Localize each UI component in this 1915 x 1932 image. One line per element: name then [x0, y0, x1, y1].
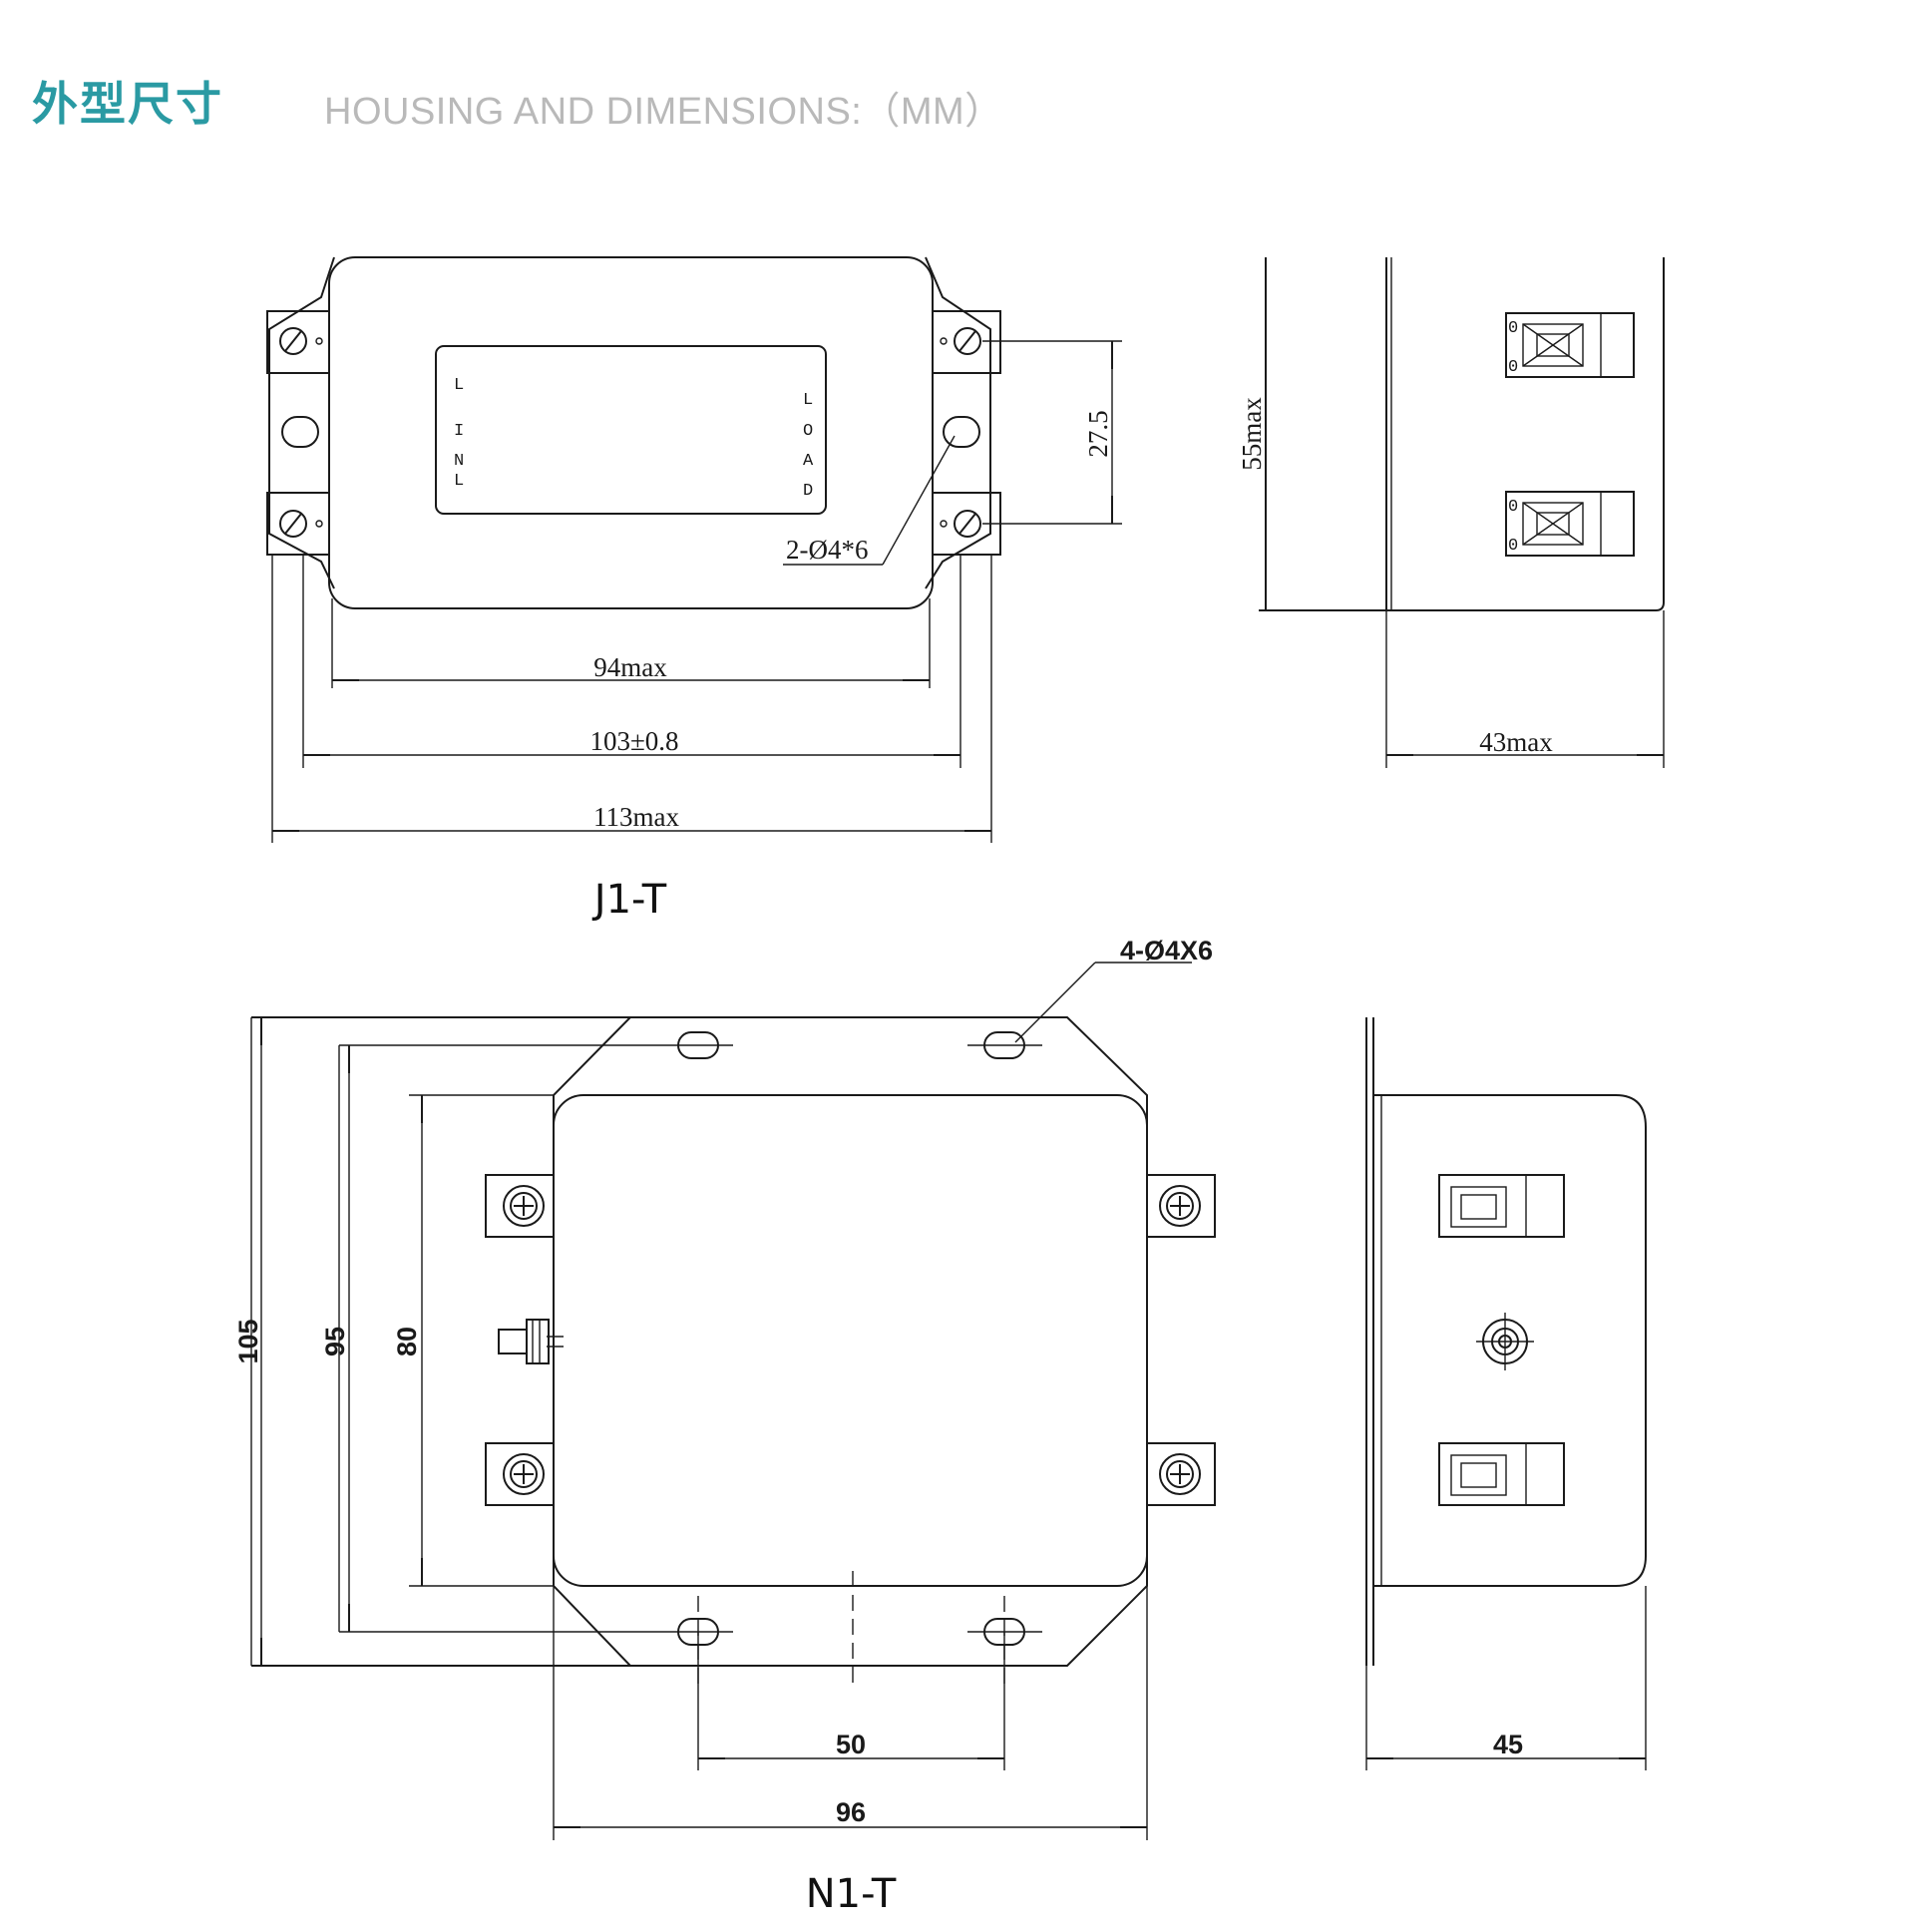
line-letter-1: L — [454, 376, 464, 395]
n1t-terminal-bl — [485, 1442, 555, 1506]
n1t-hole-spec: 4-Ø4X6 — [1120, 936, 1213, 966]
n1t-side-terminal-bottom — [1438, 1442, 1565, 1506]
line-letter-4: L — [454, 472, 464, 491]
load-letter-1: L — [803, 391, 813, 410]
section-title-en: HOUSING AND DIMENSIONS:（MM） — [324, 91, 1003, 133]
j1t-terminal-tl — [266, 310, 330, 374]
j1t-slot-left — [281, 416, 319, 448]
j1t-dim-body: 94max — [593, 652, 667, 682]
line-letter-2: I — [454, 422, 464, 441]
n1t-dim-96: 96 — [836, 1797, 866, 1827]
j1t-slot-right — [943, 416, 980, 448]
j1t-dim-pitch: 27.5 — [1083, 410, 1113, 457]
j1t-terminal-tr — [932, 310, 1001, 374]
j1t-dim-depth: 43max — [1479, 727, 1553, 757]
n1t-dim-45: 45 — [1493, 1730, 1523, 1759]
j1t-hole-spec: 2-Ø4*6 — [786, 535, 869, 565]
load-letter-3: A — [803, 452, 814, 471]
j1t-side-terminal-top — [1505, 312, 1635, 378]
line-letter-3: N — [454, 452, 464, 471]
load-letter-4: D — [803, 482, 813, 501]
j1t-dim-total: 113max — [593, 802, 679, 832]
n1t-side-terminal-top — [1438, 1174, 1565, 1238]
j1t-body — [328, 256, 934, 609]
n1t-body — [553, 1094, 1148, 1587]
j1t-dim-height: 55max — [1237, 397, 1267, 471]
section-title-cn: 外型尺寸 — [32, 77, 223, 131]
side-mark-2: 0 — [1508, 358, 1518, 377]
n1t-terminal-br — [1146, 1442, 1216, 1506]
n1t-dim-80: 80 — [392, 1327, 422, 1356]
n1t-dim-95: 95 — [320, 1327, 350, 1356]
n1t-side-view: 45 — [1365, 1017, 1647, 1770]
n1t-terminal-tl — [485, 1174, 555, 1238]
n1t-dim-50: 50 — [836, 1730, 866, 1759]
side-mark-1: 0 — [1508, 319, 1518, 338]
n1t-front-view: 4-Ø4X6 105 95 — [233, 936, 1216, 1917]
j1t-dim-mount: 103±0.8 — [589, 726, 678, 756]
side-mark-3: 0 — [1508, 498, 1518, 517]
n1t-dim-105: 105 — [233, 1319, 263, 1363]
n1t-model-label: N1-T — [806, 1871, 897, 1917]
load-letter-2: O — [803, 422, 813, 441]
j1t-model-label: J1-T — [591, 877, 667, 923]
j1t-terminal-bl — [266, 492, 330, 556]
n1t-terminal-tr — [1146, 1174, 1216, 1238]
j1t-side-terminal-bottom — [1505, 491, 1635, 557]
j1t-label-window — [435, 345, 827, 515]
j1t-front-view: L I N L L O A D 27.5 2-Ø4*6 — [266, 256, 1122, 923]
j1t-side-view: 55max 0 0 0 0 43max — [1237, 257, 1665, 768]
n1t-ground-stud — [498, 1329, 528, 1354]
side-mark-4: 0 — [1508, 537, 1518, 556]
